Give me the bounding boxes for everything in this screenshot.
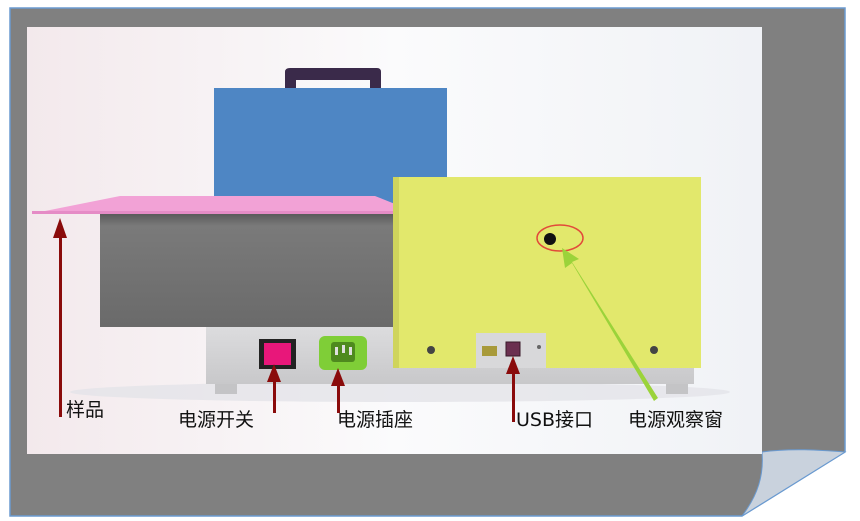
label-power-switch: 电源开关 [178, 409, 254, 431]
handle [285, 68, 381, 88]
label-usb-port: USB接口 [516, 409, 593, 431]
screw-left [427, 346, 435, 354]
sample-arrow [53, 218, 67, 417]
usb-led [537, 345, 541, 349]
floor-shadow [70, 382, 730, 402]
usb-arrow [506, 356, 520, 422]
foot-left [215, 384, 237, 394]
label-power-window: 电源观察窗 [628, 409, 723, 431]
power-switch [264, 343, 291, 365]
pink-tray [35, 196, 400, 213]
socket-pin-right [349, 347, 352, 355]
power-window [544, 233, 556, 245]
socket-pin-mid [342, 345, 345, 353]
label-sample: 样品 [66, 399, 104, 421]
screw-right [650, 346, 658, 354]
usb-b-port [505, 341, 521, 357]
pink-tray-edge [32, 211, 400, 214]
gray-body [100, 212, 400, 327]
socket-pin-left [335, 347, 338, 355]
power-window-highlight [536, 224, 584, 252]
power-switch-arrow [267, 364, 281, 413]
label-power-socket: 电源插座 [337, 409, 413, 431]
foot-right [666, 384, 688, 394]
power-window-arrow [562, 248, 658, 401]
yellow-panel-shade [393, 177, 399, 368]
usb-a-port [482, 346, 497, 356]
power-socket-arrow [331, 368, 345, 413]
curled-corner [741, 449, 847, 517]
yellow-panel [393, 177, 701, 368]
